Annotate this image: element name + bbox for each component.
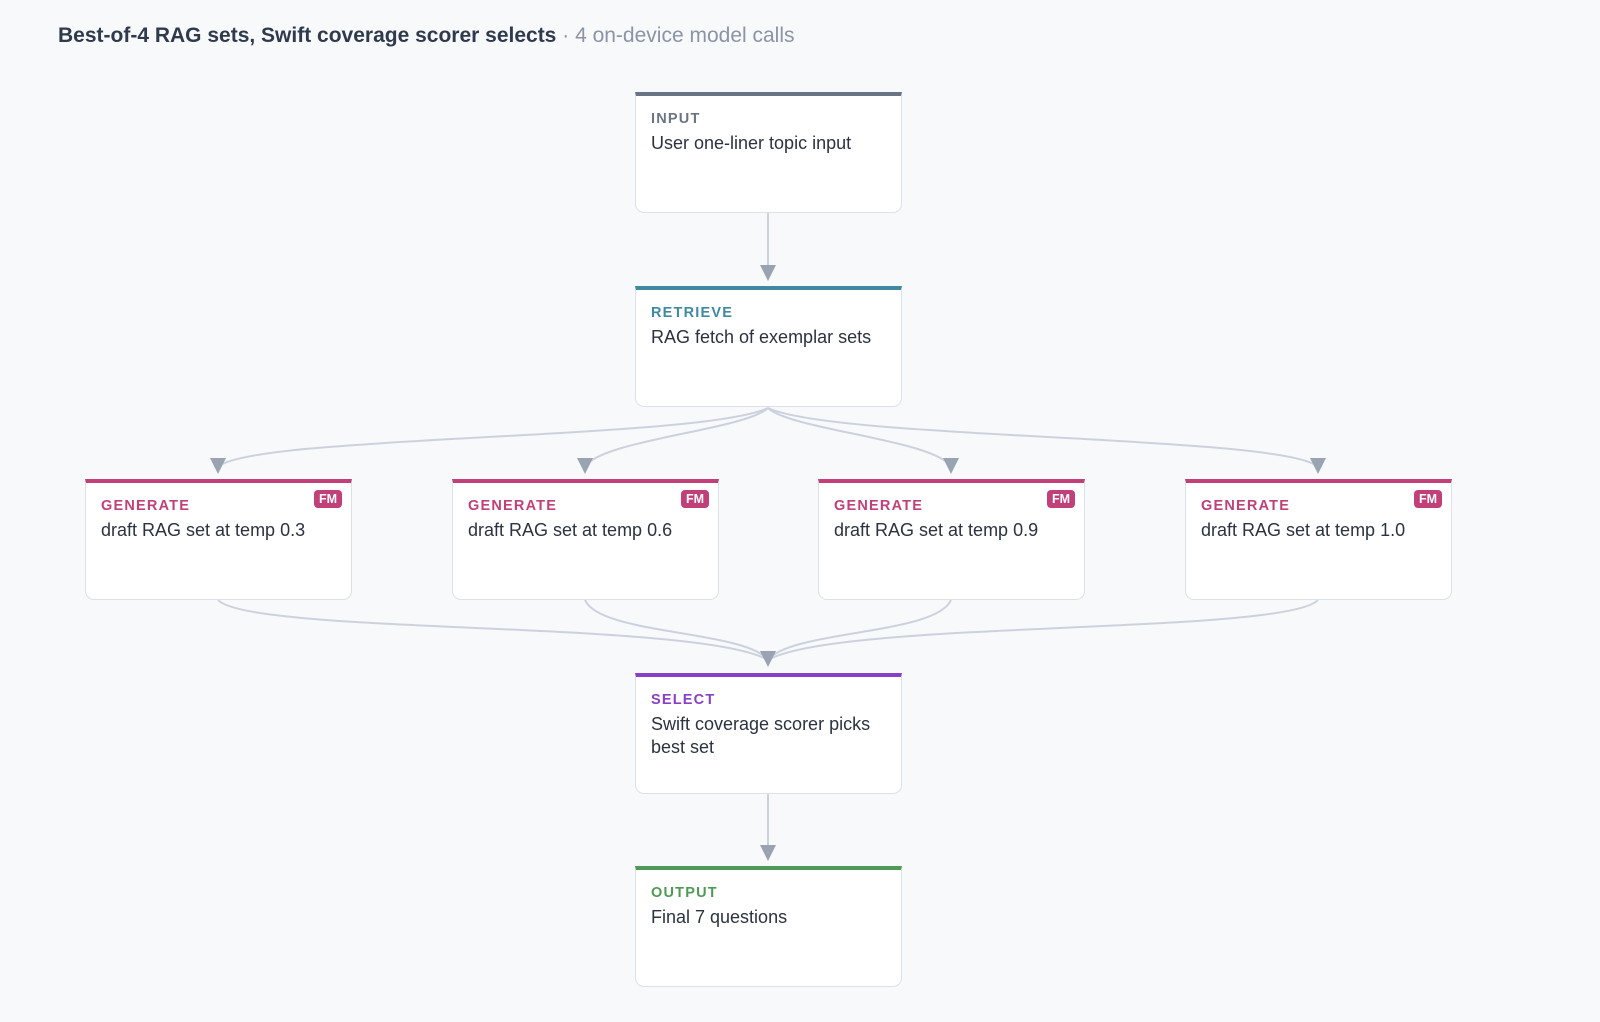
- node-input-text: User one-liner topic input: [651, 133, 852, 153]
- node-generate-kind: GENERATE: [468, 498, 558, 514]
- fm-badge: FM: [680, 490, 709, 508]
- title-separator: ·: [562, 24, 570, 47]
- fm-badge: FM: [1413, 490, 1442, 508]
- edge-retrieve-generate-3: [767, 407, 952, 468]
- arrow-head-generate-1: [210, 458, 226, 474]
- node-output-text: Final 7 questions: [651, 907, 788, 927]
- edge-generate-4-select: [767, 599, 1319, 661]
- node-generate-text: draft RAG set at temp 0.3: [101, 520, 306, 540]
- node-select-text: Swift coverage scorer picks best set: [651, 714, 871, 757]
- diagram-title: Best-of-4 RAG sets, Swift coverage score…: [58, 24, 557, 47]
- node-generate-text: draft RAG set at temp 1.0: [1201, 520, 1406, 540]
- node-input: INPUT User one-liner topic input: [635, 92, 902, 213]
- arrow-head-select: [760, 651, 776, 667]
- node-generate-kind: GENERATE: [101, 498, 191, 514]
- diagram-subtitle: 4 on-device model calls: [575, 24, 795, 47]
- fm-badge: FM: [1046, 490, 1075, 508]
- diagram-header: Best-of-4 RAG sets, Swift coverage score…: [58, 22, 795, 50]
- node-retrieve-kind: RETRIEVE: [651, 305, 734, 321]
- edge-retrieve-generate-1: [217, 407, 769, 468]
- arrow-head-generate-3: [943, 458, 959, 474]
- node-generate-text: draft RAG set at temp 0.6: [468, 520, 673, 540]
- node-output: OUTPUT Final 7 questions: [635, 866, 902, 987]
- node-generate-kind: GENERATE: [1201, 498, 1291, 514]
- node-generate-text: draft RAG set at temp 0.9: [834, 520, 1039, 540]
- node-retrieve-text: RAG fetch of exemplar sets: [651, 327, 872, 347]
- arrow-head-generate-4: [1310, 458, 1326, 474]
- node-generate-kind: GENERATE: [834, 498, 924, 514]
- node-select-kind: SELECT: [651, 692, 716, 708]
- node-select: SELECT Swift coverage scorer picks best …: [635, 673, 902, 794]
- edge-generate-2-select: [584, 599, 769, 661]
- edge-generate-3-select: [767, 599, 952, 661]
- node-generate-2: FM GENERATE draft RAG set at temp 0.6: [452, 479, 719, 600]
- arrow-head-retrieve: [760, 265, 776, 281]
- node-generate-4: FM GENERATE draft RAG set at temp 1.0: [1185, 479, 1452, 600]
- node-generate-3: FM GENERATE draft RAG set at temp 0.9: [818, 479, 1085, 600]
- node-generate-1: FM GENERATE draft RAG set at temp 0.3: [85, 479, 352, 600]
- arrow-head-generate-2: [577, 458, 593, 474]
- node-input-kind: INPUT: [651, 111, 701, 127]
- edge-retrieve-generate-4: [767, 407, 1319, 468]
- edge-retrieve-generate-2: [584, 407, 769, 468]
- node-retrieve: RETRIEVE RAG fetch of exemplar sets: [635, 286, 902, 407]
- arrow-head-output: [760, 845, 776, 861]
- edge-generate-1-select: [217, 599, 769, 661]
- node-output-kind: OUTPUT: [651, 885, 718, 901]
- fm-badge: FM: [313, 490, 342, 508]
